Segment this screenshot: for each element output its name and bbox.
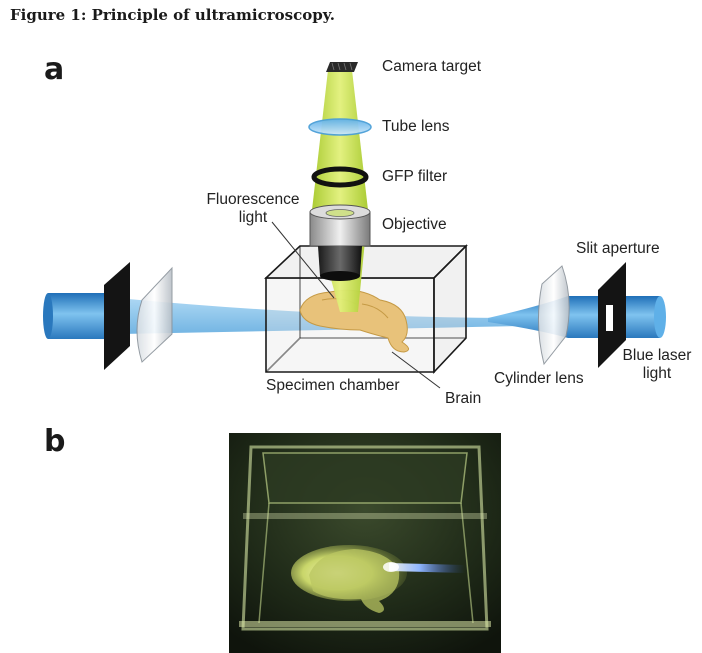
label-brain: Brain (445, 390, 482, 407)
panel-a-letter: a (44, 52, 65, 87)
gfp-filter (311, 166, 369, 188)
chamber-photograph (229, 433, 501, 653)
label-gfp-filter: GFP filter (382, 168, 448, 185)
label-fluorescence-line2: light (238, 209, 268, 226)
left-slit-plate (104, 262, 130, 370)
label-camera-target: Camera target (382, 58, 482, 75)
label-fluorescence-line1: Fluorescence (206, 191, 300, 208)
figure-title: Figure 1: Principle of ultramicroscopy. (10, 6, 335, 24)
objective-lens (309, 204, 371, 281)
right-cylinder-lens (537, 265, 570, 366)
tube-lens (308, 118, 372, 136)
camera-target (326, 62, 358, 72)
slit-aperture-plate (598, 262, 626, 368)
panel-b-letter: b (44, 424, 66, 459)
label-slit-aperture: Slit aperture (576, 240, 660, 257)
label-cylinder-lens: Cylinder lens (494, 370, 584, 387)
label-blue-laser-line2: light (642, 365, 672, 382)
label-objective: Objective (382, 216, 447, 233)
label-tube-lens: Tube lens (382, 118, 450, 135)
label-blue-laser-line1: Blue laser (622, 347, 692, 364)
label-fluorescence-light: Fluorescence light (198, 191, 308, 227)
right-laser-beam (488, 296, 666, 338)
left-cylinder-lens (136, 266, 173, 363)
label-specimen-chamber: Specimen chamber (266, 377, 400, 394)
ultramicroscopy-diagram (43, 62, 666, 389)
leader-lines (271, 221, 441, 389)
label-blue-laser-light: Blue laser light (612, 347, 702, 383)
